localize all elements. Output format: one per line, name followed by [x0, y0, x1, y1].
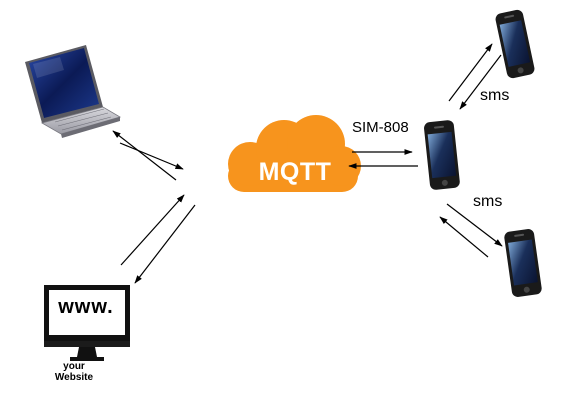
cloud-icon	[228, 115, 361, 192]
gateway-phone-icon	[424, 120, 460, 190]
website-caption-line2: Website	[54, 372, 94, 383]
laptop-icon	[25, 45, 122, 138]
sms-top-label: sms	[480, 87, 510, 104]
website-caption: your Website	[36, 361, 112, 383]
laptop-link-arrows	[112, 130, 184, 181]
phone-bottom-icon	[504, 229, 542, 297]
sms-bottom-arrows	[439, 203, 503, 258]
gateway-link-arrows	[348, 149, 418, 169]
mqtt-label: MQTT	[258, 158, 332, 186]
monitor-icon	[44, 285, 130, 361]
gateway-label: SIM-808	[352, 119, 409, 136]
website-link-arrows	[120, 194, 196, 284]
website-screen-text: www.	[58, 296, 114, 318]
phone-top-icon	[495, 9, 535, 79]
sms-top-arrows	[448, 43, 502, 110]
sms-bottom-label: sms	[473, 193, 503, 210]
website-caption-line1: your	[63, 361, 85, 372]
